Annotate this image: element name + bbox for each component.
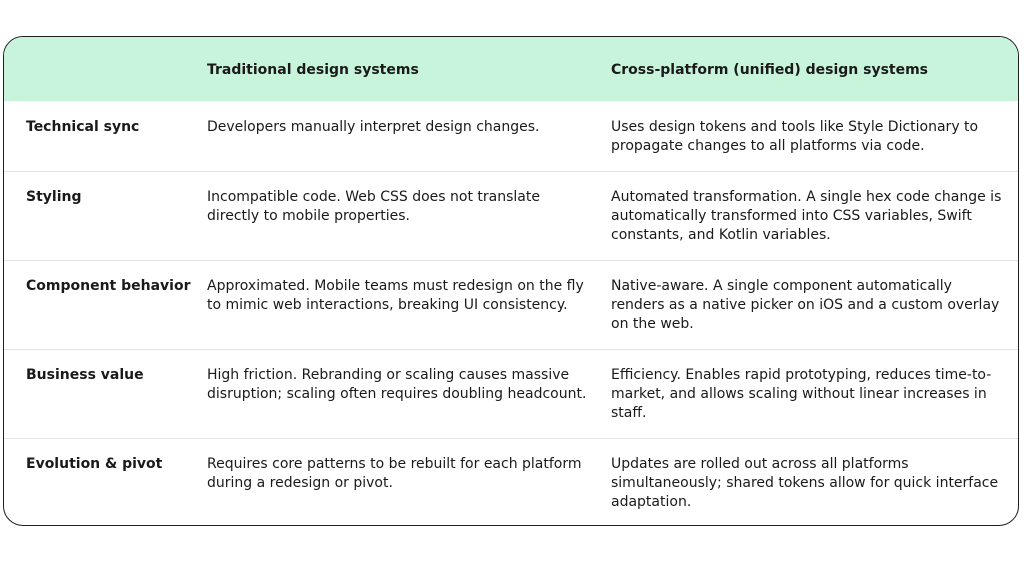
unified-cell: Native-aware. A single component automat… xyxy=(611,278,1000,332)
traditional-cell: Requires core patterns to be rebuilt for… xyxy=(207,456,582,491)
header-unified: Cross-platform (unified) design systems xyxy=(611,62,929,78)
row-label: Component behavior xyxy=(26,278,191,294)
table-row: Technical sync Developers manually inter… xyxy=(4,101,1018,172)
row-label: Evolution & pivot xyxy=(26,456,163,472)
traditional-cell: Approximated. Mobile teams must redesign… xyxy=(207,278,584,313)
row-label: Technical sync xyxy=(26,119,140,135)
comparison-table: Traditional design systems Cross-platfor… xyxy=(3,36,1019,526)
header-traditional: Traditional design systems xyxy=(207,62,419,78)
table-row: Component behavior Approximated. Mobile … xyxy=(4,260,1018,350)
table-row: Evolution & pivot Requires core patterns… xyxy=(4,438,1018,525)
unified-cell: Updates are rolled out across all platfo… xyxy=(611,456,999,510)
traditional-cell: High friction. Rebranding or scaling cau… xyxy=(207,367,587,402)
unified-cell: Automated transformation. A single hex c… xyxy=(611,189,1002,243)
table-row: Styling Incompatible code. Web CSS does … xyxy=(4,171,1018,261)
table-row: Business value High friction. Rebranding… xyxy=(4,349,1018,439)
row-label: Styling xyxy=(26,189,82,205)
table-header: Traditional design systems Cross-platfor… xyxy=(4,37,1018,101)
traditional-cell: Incompatible code. Web CSS does not tran… xyxy=(207,189,540,224)
traditional-cell: Developers manually interpret design cha… xyxy=(207,119,540,135)
unified-cell: Uses design tokens and tools like Style … xyxy=(611,119,979,154)
row-label: Business value xyxy=(26,367,144,383)
unified-cell: Efficiency. Enables rapid prototyping, r… xyxy=(611,367,992,421)
